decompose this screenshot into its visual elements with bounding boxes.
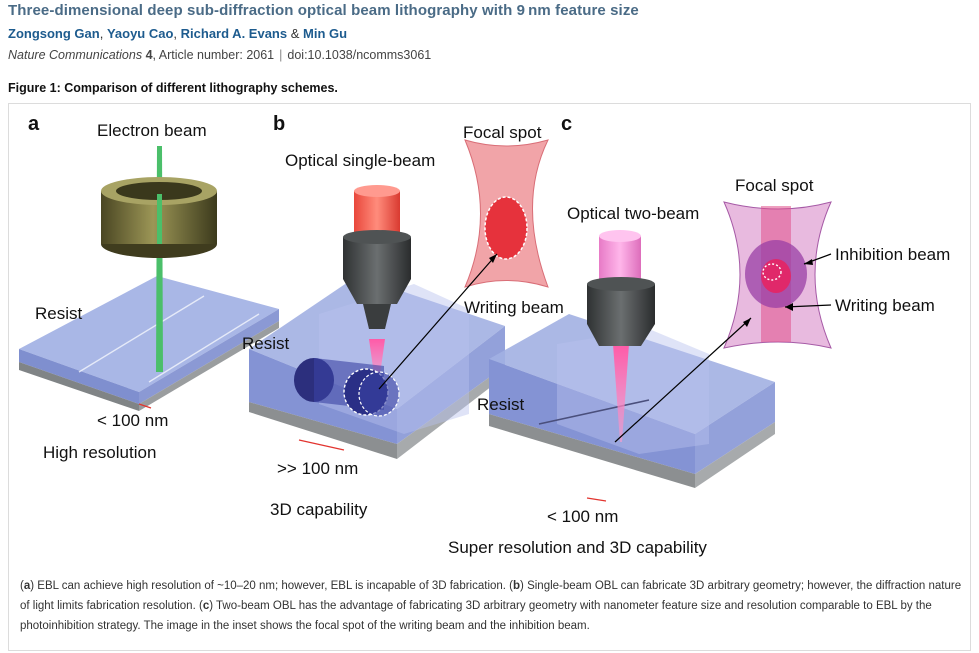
caption-panel-c: c — [202, 600, 210, 612]
caption-text-a: EBL can achieve high resolution of ~10–2… — [37, 580, 514, 592]
figure-heading: Figure 1: Comparison of different lithog… — [8, 81, 338, 95]
panel-a-letter: a — [28, 113, 40, 135]
author-list: Zongsong Gan, Yaoyu Cao, Richard A. Evan… — [8, 26, 347, 41]
panel-b-letter: b — [273, 113, 285, 135]
citation-separator: | — [279, 48, 283, 62]
doi: doi:10.1038/ncomms3061 — [287, 48, 432, 62]
author-separator: & — [287, 26, 304, 41]
figure-caption: (a) EBL can achieve high resolution of ~… — [20, 580, 962, 632]
label-summary-b: 3D capability — [270, 500, 368, 519]
panel-a-diagram — [19, 146, 279, 411]
author-link[interactable]: Yaoyu Cao — [106, 26, 174, 41]
caption-panel-b: b — [513, 580, 521, 592]
caption-text-b: ) Single-beam OBL can fabricate 3D arbit… — [20, 580, 962, 612]
label-writing-beam-c: Writing beam — [835, 296, 935, 315]
label-resist-a: Resist — [35, 304, 83, 323]
caption-text-c: ) Two-beam OBL has the advantage of fabr… — [20, 600, 932, 632]
label-electron-beam: Electron beam — [97, 121, 207, 140]
label-optical-two-beam: Optical two-beam — [567, 204, 699, 223]
volume-number: 4 — [145, 48, 153, 62]
article-number: , Article number: 2061 — [152, 48, 275, 62]
figure-illustration: a b c Electron beam Resist < 100 nm High… — [19, 113, 950, 557]
panel-b-diagram — [249, 139, 549, 459]
label-size-a: < 100 nm — [97, 411, 168, 430]
label-summary-a: High resolution — [43, 443, 156, 462]
panel-c-letter: c — [561, 113, 572, 135]
panel-c-diagram — [489, 201, 832, 502]
label-focal-spot-c: Focal spot — [735, 176, 814, 195]
citation-line: Nature Communications 4, Article number:… — [8, 48, 431, 62]
article-title: Three-dimensional deep sub-diffraction o… — [8, 2, 639, 19]
author-separator: , — [99, 26, 107, 41]
label-resist-c: Resist — [477, 395, 525, 414]
author-link[interactable]: Zongsong Gan — [8, 26, 100, 41]
caption-panel-a: a — [23, 580, 31, 592]
label-focal-spot-b: Focal spot — [463, 123, 542, 142]
author-separator: , — [173, 26, 181, 41]
label-writing-beam-b: Writing beam — [464, 298, 564, 317]
journal-name: Nature Communications — [8, 48, 143, 62]
label-inhibition-beam: Inhibition beam — [835, 245, 950, 264]
label-optical-single-beam: Optical single-beam — [285, 151, 435, 170]
author-link[interactable]: Richard A. Evans — [180, 26, 288, 41]
author-link[interactable]: Min Gu — [303, 26, 348, 41]
label-size-b: >> 100 nm — [277, 459, 358, 478]
label-summary-c: Super resolution and 3D capability — [448, 538, 707, 557]
label-resist-b: Resist — [242, 334, 290, 353]
label-size-c: < 100 nm — [547, 507, 618, 526]
